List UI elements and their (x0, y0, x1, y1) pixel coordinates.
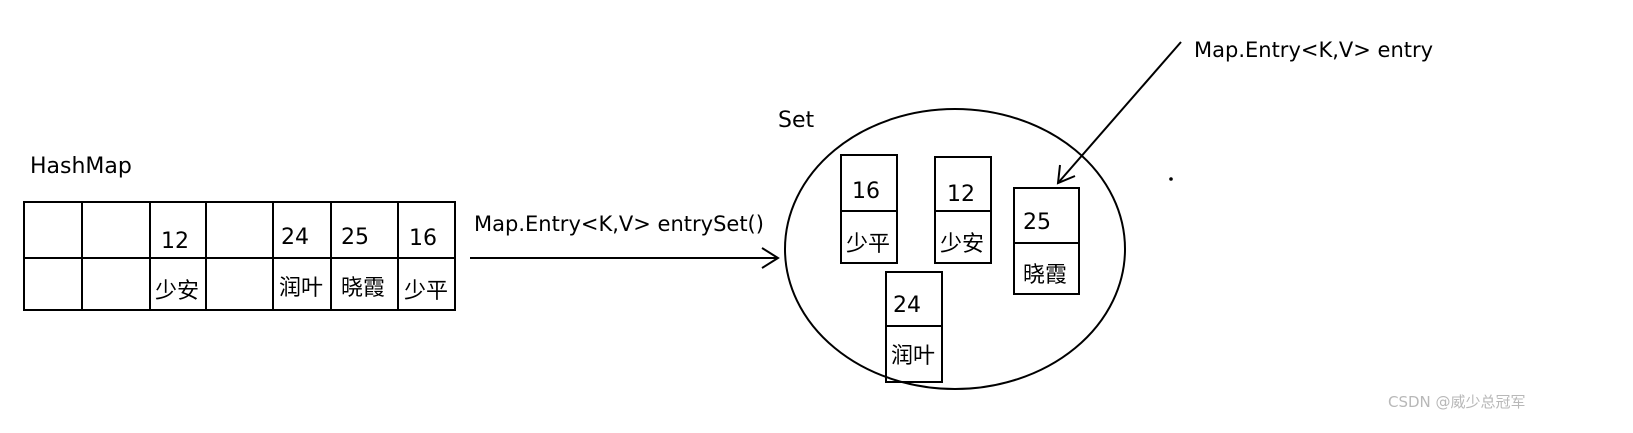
entry-box-4 (885, 271, 943, 383)
set-entry-value-2: 少安 (940, 232, 985, 257)
set-entry-key-1: 16 (852, 179, 880, 204)
set-entry-value-3: 晓霞 (1023, 263, 1068, 288)
entry-box-1 (840, 154, 898, 264)
set-entry-value-4: 润叶 (891, 344, 936, 369)
hashmap-key-3: 12 (161, 229, 189, 254)
hashmap-label: HashMap (30, 154, 132, 179)
stray-dot (1169, 177, 1173, 181)
set-ellipse (784, 108, 1126, 390)
entry-pointer-arrow (1056, 41, 1182, 185)
entryset-arrow (470, 247, 780, 269)
set-entry-key-2: 12 (947, 182, 975, 207)
set-entry-key-3: 25 (1023, 210, 1051, 235)
entry-label: Map.Entry<K,V> entry (1194, 38, 1434, 62)
set-entry-value-1: 少平 (846, 232, 891, 257)
entry-box-3 (1013, 187, 1080, 295)
hashmap-key-6: 25 (341, 225, 369, 250)
set-label: Set (778, 108, 815, 133)
entryset-label: Map.Entry<K,V> entrySet() (474, 212, 764, 236)
entry-box-2 (934, 156, 992, 264)
hashmap-value-6: 晓霞 (341, 276, 386, 301)
watermark: CSDN @威少总冠军 (1388, 393, 1526, 411)
hashmap-key-5: 24 (281, 225, 309, 250)
hashmap-value-5: 润叶 (279, 276, 324, 301)
hashmap-table (23, 201, 456, 311)
hashmap-key-7: 16 (409, 226, 437, 251)
set-entry-key-4: 24 (893, 293, 921, 318)
hashmap-value-7: 少平 (404, 279, 449, 304)
hashmap-value-3: 少安 (155, 279, 200, 304)
